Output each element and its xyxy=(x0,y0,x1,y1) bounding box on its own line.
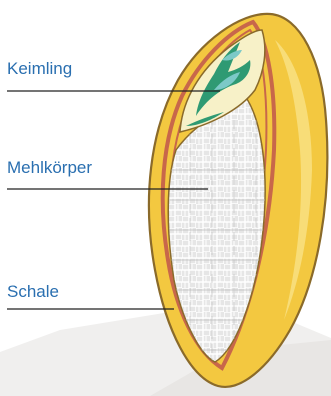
label-mehlkoerper: Mehlkörper xyxy=(7,158,92,178)
label-keimling: Keimling xyxy=(7,59,72,79)
label-schale: Schale xyxy=(7,282,59,302)
